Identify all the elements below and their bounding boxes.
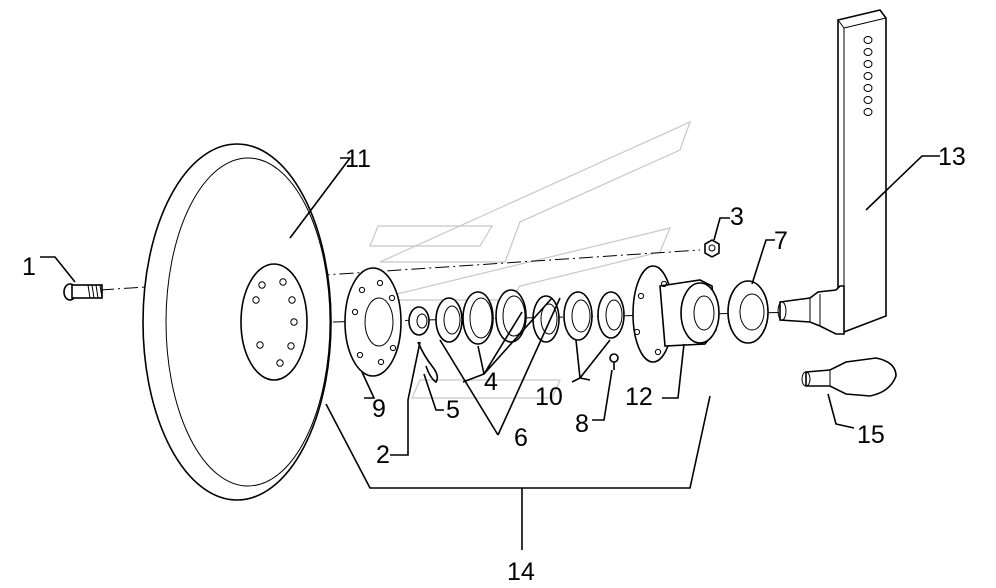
callout-2: 2 <box>376 441 390 469</box>
callout-6: 6 <box>514 424 528 452</box>
callout-15: 15 <box>857 421 885 449</box>
callout-12: 12 <box>625 383 653 411</box>
callout-4: 4 <box>484 368 498 396</box>
hub-part-12 <box>632 265 720 363</box>
callout-labels: 1 2 3 4 5 6 7 8 9 10 11 12 13 14 15 <box>22 143 966 586</box>
grease-nipple-part-8 <box>609 353 619 370</box>
callout-1: 1 <box>22 253 36 281</box>
nut-part-3 <box>704 239 720 258</box>
callout-5: 5 <box>446 396 460 424</box>
cap-part-7 <box>727 280 769 344</box>
axle-arm-part-13 <box>777 9 887 335</box>
o-ring-part-4b <box>495 289 527 343</box>
bearing-part-10a <box>563 291 593 341</box>
callout-3: 3 <box>730 203 744 231</box>
nut-part-2 <box>408 306 430 336</box>
disc-part-11 <box>142 143 332 501</box>
bolt-part-1 <box>63 283 103 301</box>
callout-13: 13 <box>938 143 966 171</box>
seal-ring-left <box>435 297 463 343</box>
bearing-part-10b <box>597 291 625 339</box>
split-pin-part-5 <box>417 341 439 384</box>
o-ring-part-4a <box>462 291 494 345</box>
watermark-logo <box>369 120 692 399</box>
flange-plate-part-9 <box>344 267 402 377</box>
callout-14: 14 <box>507 558 535 586</box>
callout-7: 7 <box>774 227 788 255</box>
stub-axle-part-15 <box>801 357 897 397</box>
callout-10: 10 <box>535 383 563 411</box>
callout-9: 9 <box>372 395 386 423</box>
callout-11: 11 <box>345 145 371 173</box>
callout-8: 8 <box>575 410 589 438</box>
leader-lines <box>40 155 940 550</box>
bearing-part-6 <box>532 295 560 343</box>
